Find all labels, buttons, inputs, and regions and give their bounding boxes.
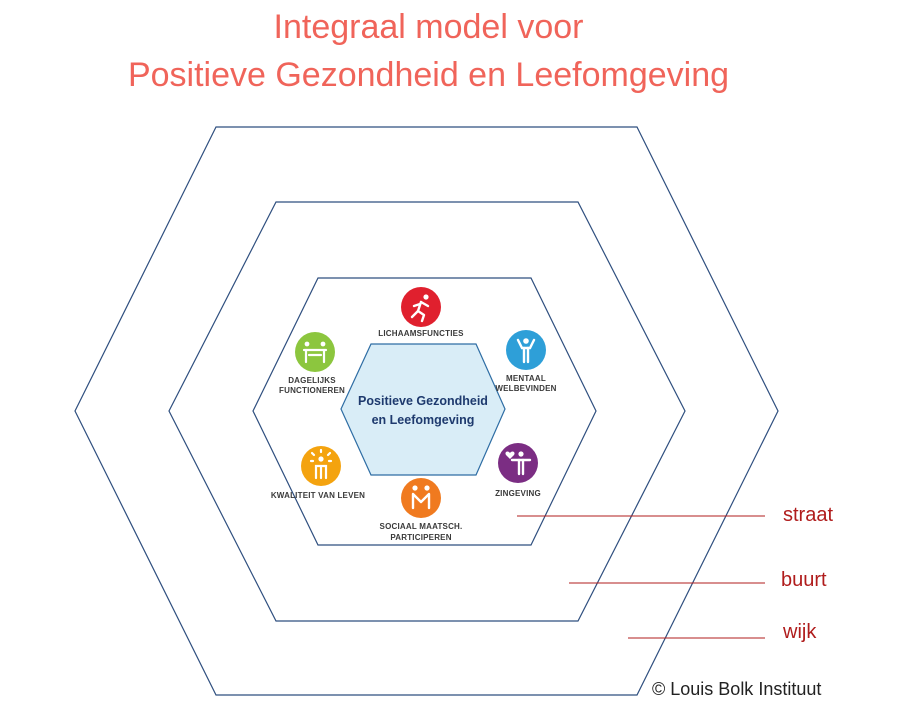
person-arms-up-icon [506,330,546,370]
hexagon-wijk [74,126,779,696]
dimension-label-zingeving: ZINGEVING [495,489,541,498]
dimension-label-mentaal-line-1: MENTAAL [506,374,546,383]
diagram-title-line-1: Integraal model voor [273,8,584,46]
dimension-label-dagelijks-line-1: DAGELIJKS [288,376,336,385]
dimension-sociaal-maatsch-participeren: SOCIAAL MAATSCH. PARTICIPEREN [380,478,463,542]
dimension-label-dagelijks-line-2: FUNCTIONEREN [279,386,345,395]
dimension-dagelijks-functioneren: DAGELIJKS FUNCTIONEREN [279,332,345,395]
dimension-label-sociaal-line-1: SOCIAAL MAATSCH. [380,522,463,531]
dimension-lichaamsfuncties: LICHAAMSFUNCTIES [378,287,464,338]
dimension-label-mentaal-line-2: WELBEVINDEN [495,384,556,393]
people-at-table-icon [295,332,335,372]
ring-label-buurt: buurt [781,569,827,591]
center-label-line-2: en Leefomgeving [372,413,475,427]
copyright-notice: © Louis Bolk Instituut [652,679,822,699]
center-label-line-1: Positieve Gezondheid [358,394,488,408]
dimension-mentaal-welbevinden: MENTAAL WELBEVINDEN [495,330,556,393]
diagram-title-line-2: Positieve Gezondheid en Leefomgeving [127,56,730,94]
ring-label-straat: straat [783,504,834,526]
center-hexagon [340,343,506,476]
dimension-label-lichaamsfuncties: LICHAAMSFUNCTIES [378,329,464,338]
two-people-icon [401,478,441,518]
hexagon-buurt [168,201,686,622]
dimension-label-kwaliteit: KWALITEIT VAN LEVEN [271,491,365,500]
dimension-kwaliteit-van-leven: KWALITEIT VAN LEVEN [271,446,365,500]
dimension-label-sociaal-line-2: PARTICIPEREN [390,533,451,542]
hexagon-straat [252,277,597,546]
dimension-zingeving: ZINGEVING [495,443,541,498]
ring-label-wijk: wijk [783,621,817,643]
